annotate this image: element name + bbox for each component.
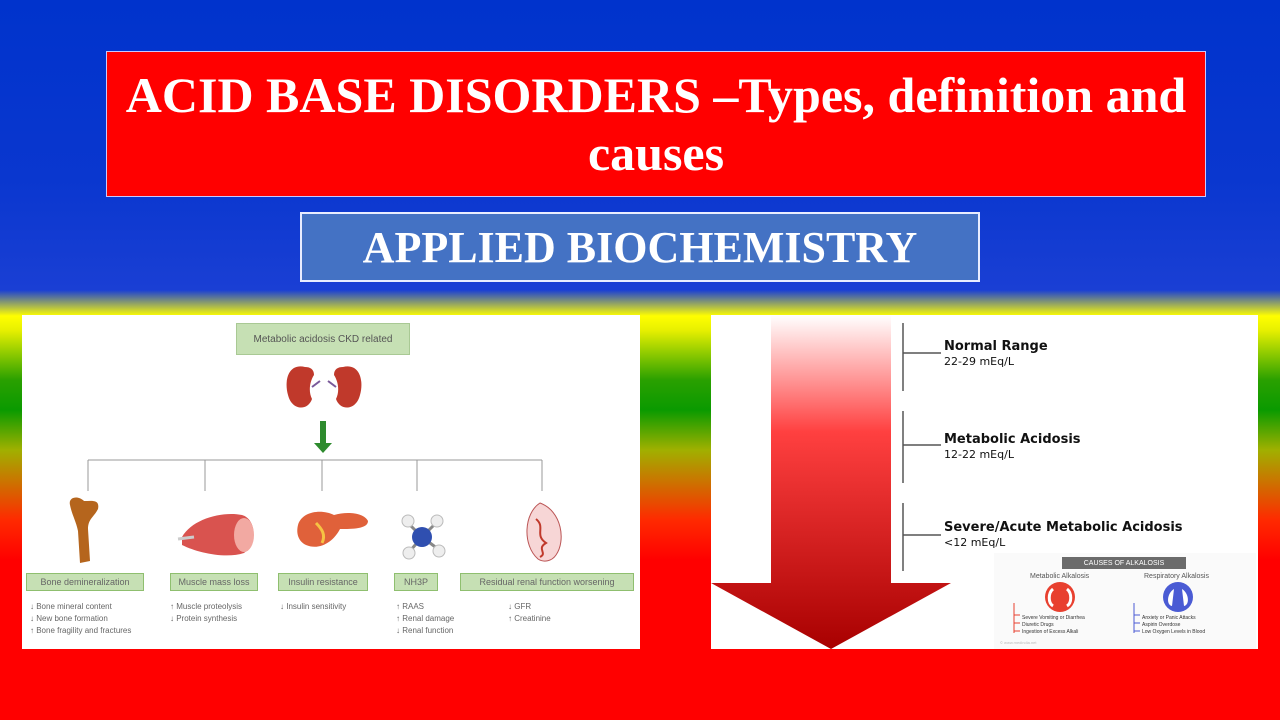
cause-item: Severe Vomiting or Diarrhea <box>1022 615 1085 621</box>
bone-icon <box>69 497 99 563</box>
range-metabolic-acidosis: Metabolic Acidosis 12-22 mEq/L <box>944 432 1081 461</box>
pancreas-icon <box>297 511 368 547</box>
range-name: Normal Range <box>944 339 1048 354</box>
range-value: <12 mEq/L <box>944 536 1006 549</box>
effect-item: ↑ Creatinine <box>508 614 551 623</box>
ammonia-molecule-icon <box>401 514 446 560</box>
bicarbonate-range-diagram: Normal Range 22-29 mEq/L Metabolic Acido… <box>711 315 1258 649</box>
range-arrow-graphic <box>711 315 951 649</box>
range-normal: Normal Range 22-29 mEq/L <box>944 339 1048 368</box>
alkalosis-icons <box>1013 582 1193 633</box>
category-residual-renal-function: Residual renal function worsening <box>460 573 634 591</box>
effects-muscle: ↑ Muscle proteolysis ↓ Protein synthesis <box>170 601 242 625</box>
range-name: Metabolic Acidosis <box>944 432 1081 447</box>
category-bone-demineralization: Bone demineralization <box>26 573 144 591</box>
range-value: 22-29 mEq/L <box>944 355 1014 368</box>
metabolic-alkalosis-causes: Severe Vomiting or Diarrhea Diuretic Dru… <box>1022 615 1085 636</box>
respiratory-alkalosis-causes: Anxiety or Panic Attacks Aspirin Overdos… <box>1142 615 1205 636</box>
ckd-acidosis-diagram: Metabolic acidosis CKD related <box>22 315 640 649</box>
effect-item: ↓ Protein synthesis <box>170 614 238 623</box>
category-nh3p: NH3P <box>394 573 438 591</box>
effect-item: ↓ Bone mineral content <box>30 602 112 611</box>
metabolic-alkalosis-title: Metabolic Alkalosis <box>1030 573 1090 580</box>
causes-of-alkalosis-inset: CAUSES OF ALKALOSIS Metabolic Alkalosis … <box>994 553 1256 649</box>
effect-item: ↑ Bone fragility and fractures <box>30 626 132 635</box>
category-muscle-mass-loss: Muscle mass loss <box>170 573 258 591</box>
effect-item: ↑ Muscle proteolysis <box>170 602 243 611</box>
range-value: 12-22 mEq/L <box>944 448 1014 461</box>
diagram-connectors <box>69 366 562 563</box>
effect-item: ↓ GFR <box>508 602 532 611</box>
kidney-icon <box>1045 582 1075 612</box>
cause-item: Diuretic Drugs <box>1022 622 1054 628</box>
effect-item: ↑ Renal damage <box>396 614 455 623</box>
subtitle: APPLIED BIOCHEMISTRY <box>362 222 918 272</box>
effects-bone: ↓ Bone mineral content ↓ New bone format… <box>30 601 131 637</box>
title-banner: ACID BASE DISORDERS –Types, definition a… <box>106 51 1206 197</box>
effects-renal: ↓ GFR ↑ Creatinine <box>508 601 551 625</box>
kidney-icon <box>286 366 362 408</box>
effect-item: ↓ Insulin sensitivity <box>280 602 347 611</box>
source-credit: © www.medindia.net <box>1000 640 1037 645</box>
respiratory-alkalosis-title: Respiratory Alkalosis <box>1144 573 1209 580</box>
effect-item: ↑ RAAS <box>396 602 425 611</box>
category-insulin-resistance: Insulin resistance <box>278 573 368 591</box>
effects-nh3p: ↑ RAAS ↑ Renal damage ↓ Renal function <box>396 601 454 637</box>
cause-item: Low Oxygen Levels in Blood <box>1142 629 1206 635</box>
alkalosis-header: CAUSES OF ALKALOSIS <box>1062 557 1186 569</box>
cause-item: Aspirin Overdose <box>1142 622 1181 628</box>
diagram-root-label: Metabolic acidosis CKD related <box>236 323 410 355</box>
effect-item: ↓ Renal function <box>396 626 454 635</box>
lungs-icon <box>1163 582 1193 612</box>
cause-item: Anxiety or Panic Attacks <box>1142 615 1196 621</box>
nephron-icon <box>526 502 562 562</box>
cause-item: Ingestion of Excess Alkali <box>1022 629 1079 635</box>
page-title: ACID BASE DISORDERS –Types, definition a… <box>125 67 1187 181</box>
down-arrow-icon <box>711 315 951 649</box>
muscle-icon <box>177 513 254 556</box>
range-name: Severe/Acute Metabolic Acidosis <box>944 520 1183 535</box>
subtitle-banner: APPLIED BIOCHEMISTRY <box>300 212 980 282</box>
range-severe-acidosis: Severe/Acute Metabolic Acidosis <12 mEq/… <box>944 520 1183 549</box>
effect-item: ↓ New bone formation <box>30 614 108 623</box>
effects-insulin: ↓ Insulin sensitivity <box>280 601 346 613</box>
